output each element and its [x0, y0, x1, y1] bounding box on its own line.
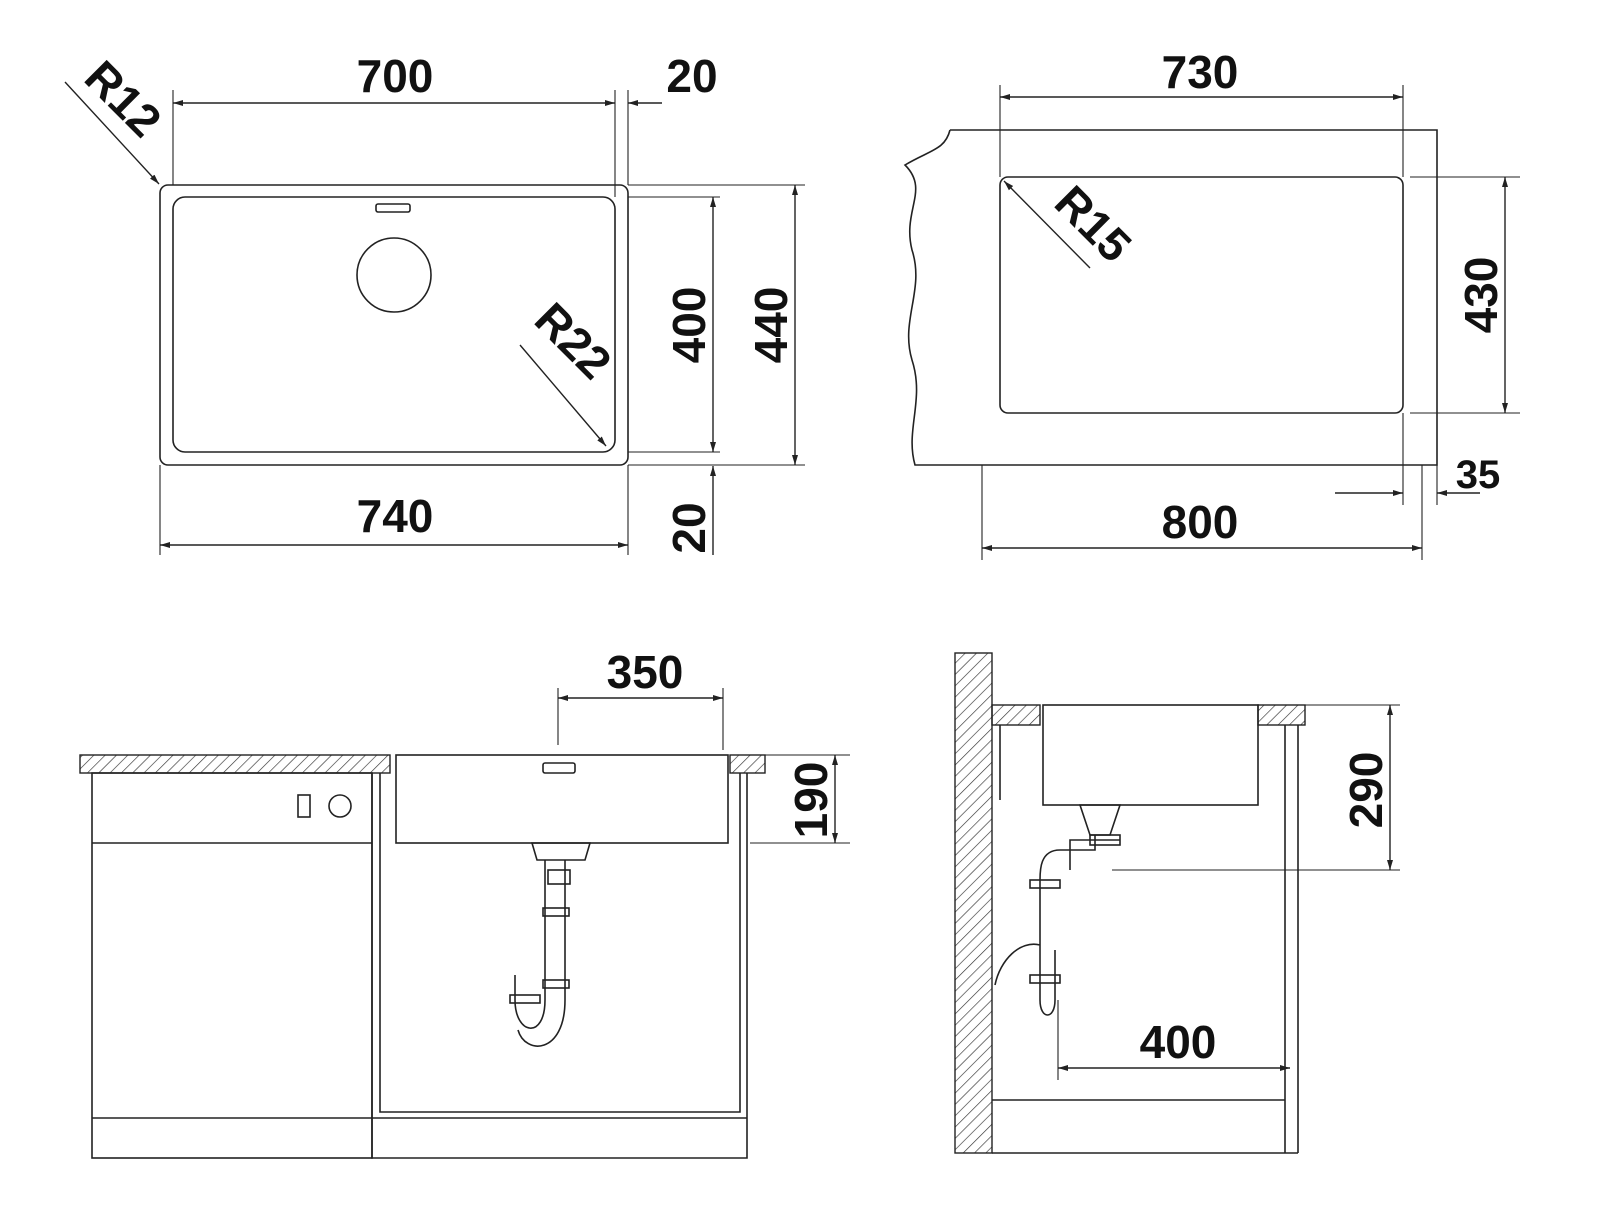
dim-outer-depth: 440: [745, 287, 797, 364]
wall: [954, 652, 993, 1154]
dim-outer-width: 740: [357, 490, 434, 542]
top-view: 700 20 R12 R22 400 440 20 740: [64, 50, 805, 555]
sink-bowl-front: [395, 754, 729, 844]
dim-cutout-depth: 430: [1455, 257, 1507, 334]
cutout-outline: [999, 176, 1404, 414]
dim-cabinet-width: 800: [1162, 496, 1239, 548]
dim-cutout-width: 730: [1162, 46, 1239, 98]
dim-cutout-radius: R15: [1045, 175, 1141, 271]
siphon-icon: [509, 842, 592, 1047]
countertop-front: [1257, 704, 1306, 726]
countertop-right: [729, 754, 766, 774]
dim-rim-offset-top: 20: [666, 50, 717, 102]
countertop-left: [79, 754, 391, 774]
dim-installation-depth: 290: [1340, 752, 1392, 829]
dim-drain-offset: 350: [607, 646, 684, 698]
sink-outer-outline: [159, 184, 629, 466]
siphon-icon: [994, 804, 1122, 1016]
dim-radius-inner: R22: [525, 292, 621, 388]
bowl-inner-outline: [172, 196, 616, 453]
drain-icon: [356, 237, 432, 313]
countertop-back: [991, 704, 1041, 726]
dim-edge-offset: 35: [1456, 453, 1501, 497]
sink-bowl-side: [1042, 704, 1259, 806]
dim-bowl-depth: 190: [785, 762, 837, 839]
dim-inner-width: 700: [357, 50, 434, 102]
dim-rim-offset-bottom: 20: [663, 502, 715, 553]
overflow-icon: [375, 203, 411, 213]
dishwasher-cabinet: [91, 772, 373, 1159]
dishwasher-knob-icon: [328, 794, 352, 818]
countertop-outline: [903, 129, 1438, 466]
dim-radius-outer: R12: [75, 50, 171, 146]
cutout-view: 730 R15 430 35 800: [903, 46, 1520, 560]
dishwasher-button-icon: [297, 794, 311, 818]
front-view: 350 190: [79, 646, 850, 1159]
dim-inner-depth: 400: [663, 287, 715, 364]
dim-drain-distance: 400: [1140, 1016, 1217, 1068]
side-view: 290 400: [954, 652, 1400, 1154]
